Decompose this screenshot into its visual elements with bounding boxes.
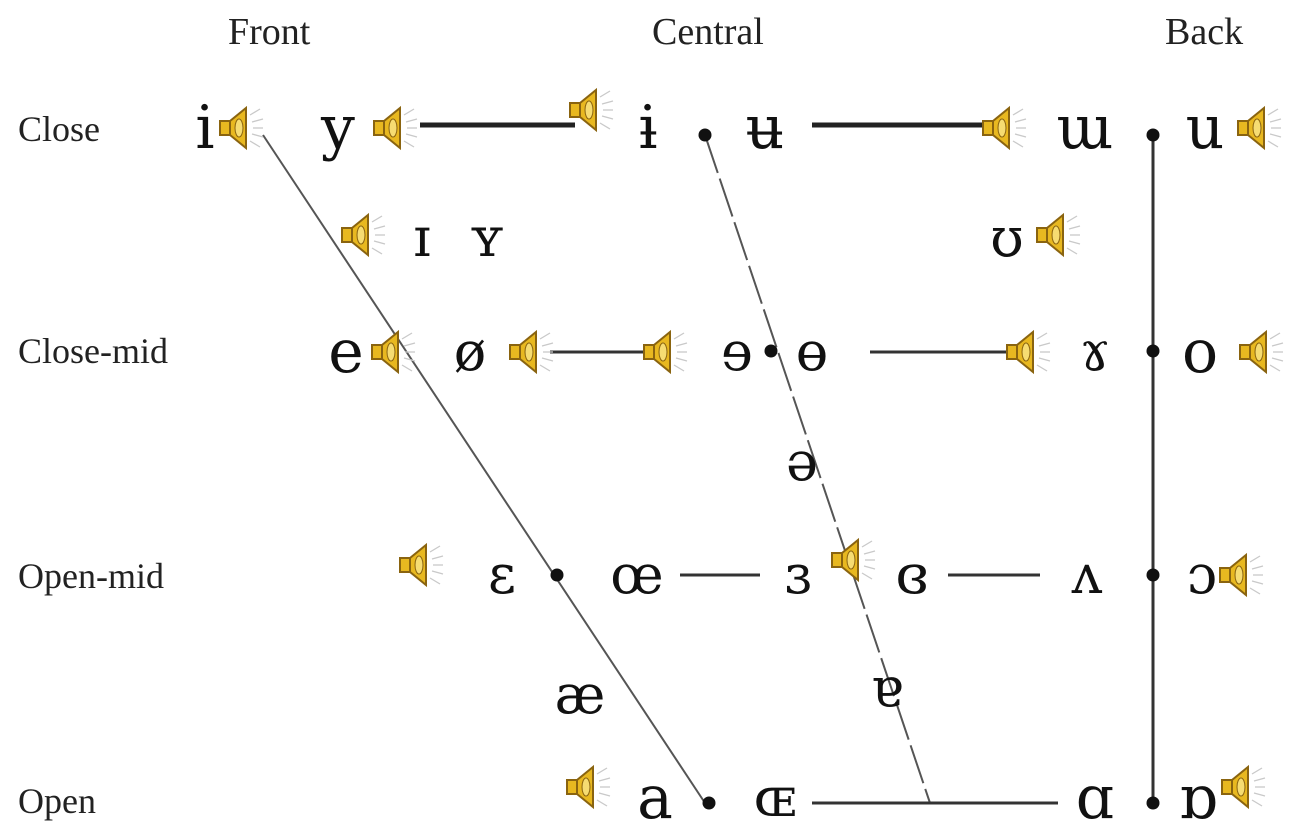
speaker-icon[interactable] bbox=[566, 87, 614, 133]
vowel-open-mid-front-unrounded[interactable]: ɛ bbox=[488, 543, 516, 606]
vowel-close-front-unrounded[interactable]: i bbox=[195, 93, 215, 163]
vowel-pair-dot bbox=[1146, 128, 1160, 142]
column-header-central: Central bbox=[652, 11, 764, 53]
vowel-near-close-front-rounded[interactable]: ʏ bbox=[469, 206, 505, 269]
vowel-close-mid-back-unrounded[interactable]: ɤ bbox=[1079, 320, 1111, 383]
row-label-close: Close bbox=[18, 109, 101, 149]
vowel-close-central-unrounded[interactable]: ɨ bbox=[638, 93, 658, 163]
vowel-pair-dot bbox=[702, 796, 716, 810]
speaker-icon[interactable] bbox=[338, 212, 386, 258]
vowel-near-open-central[interactable]: ɐ bbox=[870, 656, 904, 719]
central-edge-line bbox=[704, 134, 931, 804]
vowel-open-mid-back-rounded[interactable]: ɔ bbox=[1186, 543, 1218, 606]
speaker-icon[interactable] bbox=[1236, 329, 1284, 375]
speaker-icon[interactable] bbox=[640, 329, 688, 375]
vowel-open-back-unrounded[interactable]: ɑ bbox=[1075, 763, 1115, 833]
speaker-icon[interactable] bbox=[1033, 212, 1081, 258]
vowel-pair-dot bbox=[1146, 568, 1160, 582]
vowel-close-mid-central-rounded[interactable]: ɵ bbox=[795, 320, 829, 383]
front-edge-line bbox=[262, 134, 706, 804]
speaker-icon[interactable] bbox=[370, 105, 418, 151]
vowel-pair-dot bbox=[1146, 796, 1160, 810]
row-label-close-mid: Close-mid bbox=[18, 331, 168, 371]
speaker-icon[interactable] bbox=[1234, 105, 1282, 151]
vowel-close-front-rounded[interactable]: y bbox=[321, 93, 355, 163]
vowel-open-mid-central-unrounded[interactable]: ɜ bbox=[784, 543, 812, 606]
row-label-open: Open bbox=[18, 781, 96, 821]
vowel-near-close-front-unrounded[interactable]: ɪ bbox=[413, 206, 431, 269]
speaker-icon[interactable] bbox=[396, 542, 444, 588]
vowel-mid-central[interactable]: ə bbox=[786, 430, 818, 493]
vowel-close-mid-back-rounded[interactable]: o bbox=[1181, 317, 1219, 387]
speaker-icon[interactable] bbox=[1218, 764, 1266, 810]
speaker-icon[interactable] bbox=[563, 764, 611, 810]
row-label-open-mid: Open-mid bbox=[18, 556, 164, 596]
vowel-open-mid-front-rounded[interactable]: œ bbox=[610, 543, 664, 606]
vowel-open-mid-central-rounded[interactable]: ɞ bbox=[895, 543, 929, 606]
speaker-icon[interactable] bbox=[828, 537, 876, 583]
speaker-icon[interactable] bbox=[979, 105, 1027, 151]
speaker-icon[interactable] bbox=[216, 105, 264, 151]
vowel-near-open-front-unrounded[interactable]: æ bbox=[554, 663, 606, 726]
vowel-open-front-rounded[interactable]: ɶ bbox=[753, 766, 797, 829]
vowel-close-mid-front-unrounded[interactable]: e bbox=[328, 317, 364, 387]
vowel-close-back-rounded[interactable]: u bbox=[1185, 93, 1225, 163]
speaker-icon[interactable] bbox=[368, 329, 416, 375]
vowel-pair-dot bbox=[764, 344, 778, 358]
vowel-open-front-unrounded[interactable]: a bbox=[637, 763, 673, 833]
speaker-icon[interactable] bbox=[506, 329, 554, 375]
vowel-near-close-back-rounded[interactable]: ʊ bbox=[990, 206, 1024, 269]
column-header-back: Back bbox=[1165, 11, 1244, 53]
vowel-close-mid-front-rounded[interactable]: ø bbox=[453, 320, 487, 383]
vowel-close-back-unrounded[interactable]: ɯ bbox=[1056, 93, 1114, 163]
column-header-front: Front bbox=[228, 11, 311, 53]
vowel-close-mid-central-unrounded[interactable]: ɘ bbox=[721, 320, 753, 383]
speaker-icon[interactable] bbox=[1003, 329, 1051, 375]
vowel-open-back-rounded[interactable]: ɒ bbox=[1178, 763, 1218, 833]
speaker-icon[interactable] bbox=[1216, 552, 1264, 598]
vowel-open-mid-back-unrounded[interactable]: ʌ bbox=[1071, 543, 1103, 606]
vowel-close-central-rounded[interactable]: ʉ bbox=[745, 93, 785, 163]
vowel-pair-dot bbox=[1146, 344, 1160, 358]
vowel-pair-dot bbox=[698, 128, 712, 142]
vowel-pair-dot bbox=[550, 568, 564, 582]
